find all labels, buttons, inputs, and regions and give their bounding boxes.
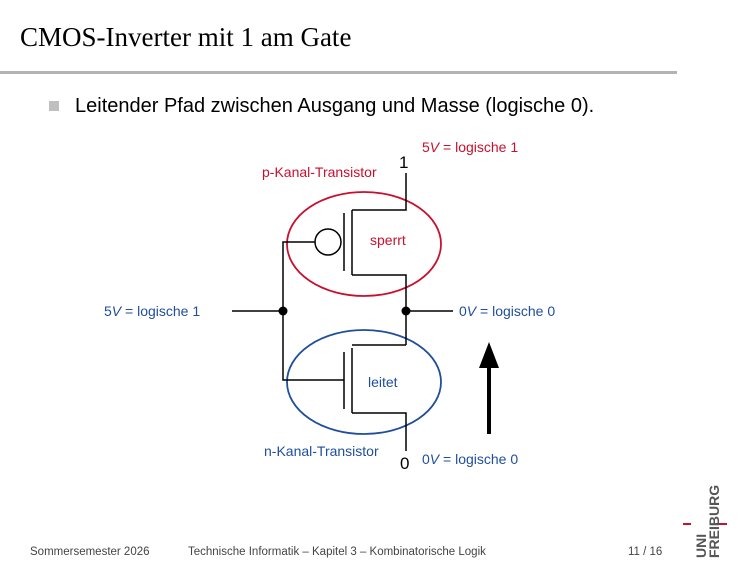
- p-transistor-label: p-Kanal-Transistor: [262, 164, 377, 180]
- top-rail-voltage-label: 5V = logische 1: [422, 139, 518, 155]
- n-transistor-label: n-Kanal-Transistor: [264, 443, 379, 459]
- footer-page-number: 11 / 16: [628, 546, 663, 558]
- footer-course: Technische Informatik – Kapitel 3 – Komb…: [188, 546, 486, 558]
- p-transistor-ellipse: [286, 191, 442, 297]
- vdd-wire: [352, 173, 407, 211]
- footer-semester: Sommersemester 2026: [30, 546, 150, 558]
- slide-title: CMOS-Inverter mit 1 am Gate: [20, 22, 352, 52]
- n-transistor-state: leitet: [368, 374, 398, 390]
- current-arrow-head: [479, 342, 499, 368]
- title-divider: [0, 71, 677, 74]
- input-voltage-label: 5V = logische 1: [104, 303, 200, 319]
- n-transistor-ellipse: [286, 329, 442, 435]
- gnd-wire: [352, 412, 407, 451]
- logo-line-uni: UNI: [693, 534, 709, 558]
- input-junction-dot: [278, 306, 288, 316]
- gnd-node-label: 0: [400, 454, 409, 473]
- bottom-rail-voltage-label: 0V = logische 0: [422, 451, 518, 467]
- output-junction-dot: [401, 306, 411, 316]
- vdd-node-label: 1: [399, 153, 408, 172]
- bullet-marker: [49, 101, 59, 111]
- p-gate-bubble: [314, 228, 342, 256]
- output-wire: [352, 274, 407, 345]
- circuit-wires: [232, 173, 453, 451]
- uni-freiburg-logo: UNI FREIBURG: [683, 485, 727, 558]
- output-voltage-label: 0V = logische 0: [459, 303, 555, 319]
- bullet-text: Leitender Pfad zwischen Ausgang und Mass…: [75, 95, 595, 117]
- p-transistor-state: sperrt: [370, 232, 406, 248]
- logo-line-freiburg: FREIBURG: [706, 485, 722, 558]
